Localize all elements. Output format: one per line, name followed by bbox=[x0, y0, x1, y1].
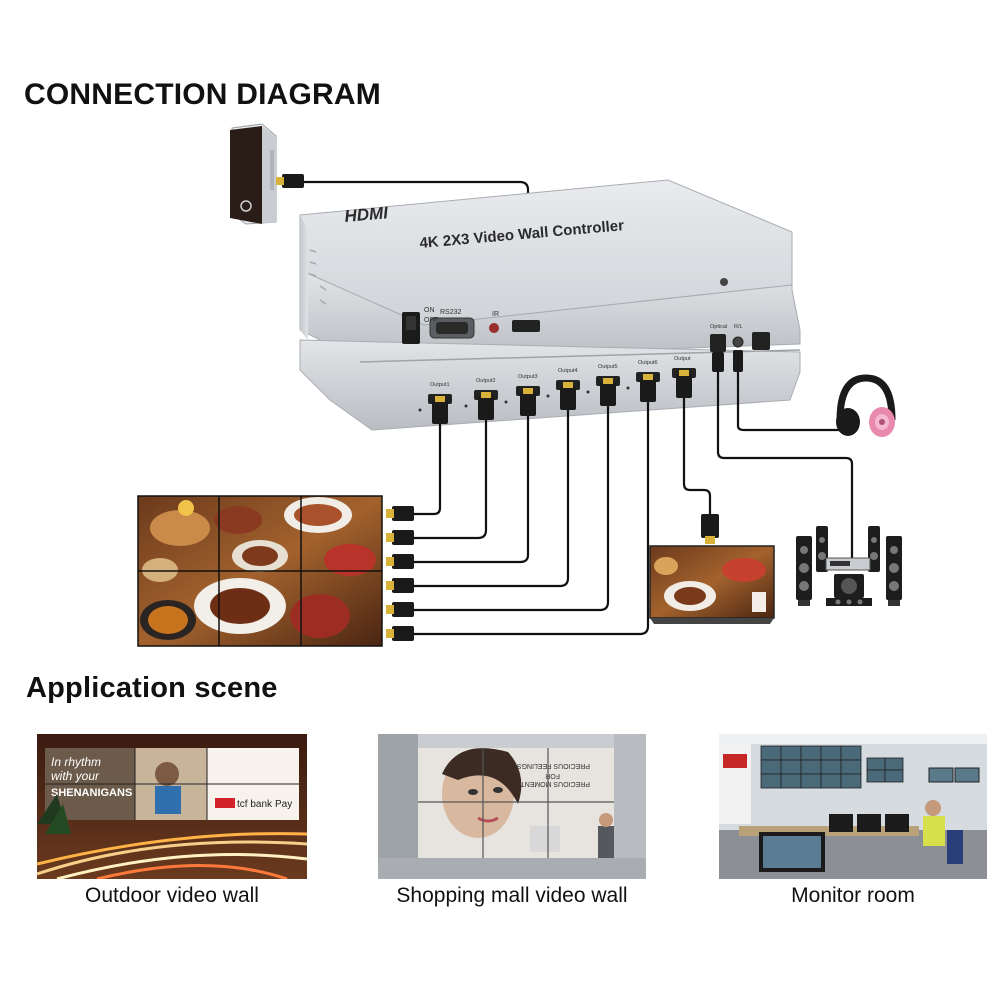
mall-ad-text-2: FOR bbox=[545, 772, 560, 779]
device-brand-logo: HDMI bbox=[344, 203, 390, 226]
speaker-system-icon bbox=[796, 526, 902, 606]
scene-image-mall: PRECIOUS FEELINGS FOR PRECIOUS MOMENT bbox=[378, 734, 646, 879]
port-label-rl: R/L bbox=[734, 324, 743, 330]
application-scene-heading: Application scene bbox=[26, 672, 278, 704]
ir-label: IR bbox=[492, 311, 499, 318]
scene-caption-mall: Shopping mall video wall bbox=[396, 884, 628, 907]
port-label-output: Output bbox=[674, 356, 691, 362]
outdoor-ad-text-2: with your bbox=[51, 769, 100, 783]
mall-ad-text-1: PRECIOUS FEELINGS bbox=[517, 762, 590, 769]
output-cables bbox=[410, 372, 854, 636]
outdoor-ad-brand: tcf bank bbox=[237, 799, 273, 810]
scene-image-monitor-room bbox=[719, 734, 987, 879]
connection-diagram-heading: CONNECTION DIAGRAM bbox=[24, 78, 381, 111]
port-label-optical: Optical bbox=[710, 324, 727, 330]
connection-diagram: HDMI 4K 2X3 Video Wall Controller ON OFF… bbox=[137, 123, 902, 647]
port-label-output1: Output1 bbox=[430, 382, 450, 388]
port-label-output4: Output4 bbox=[558, 368, 578, 374]
port-label-output2: Output2 bbox=[476, 378, 496, 384]
power-on-label: ON bbox=[424, 307, 435, 314]
outdoor-ad-text-1: In rhythm bbox=[51, 755, 101, 769]
video-wall-hdmi-plugs bbox=[386, 506, 414, 641]
video-wall-display bbox=[137, 495, 383, 647]
outdoor-ad-pay: Pay bbox=[275, 799, 292, 810]
port-label-output6: Output6 bbox=[638, 360, 658, 366]
headphones-icon bbox=[836, 374, 896, 437]
single-display bbox=[649, 514, 775, 624]
power-off-label: OFF bbox=[424, 317, 438, 324]
scene-image-outdoor: In rhythm with your SHENANIGANS tcf bank… bbox=[37, 734, 307, 879]
output-hdmi-plugs bbox=[432, 350, 743, 424]
scene-caption-outdoor: Outdoor video wall bbox=[85, 884, 259, 907]
pc-tower-icon bbox=[230, 123, 277, 225]
rs232-label: RS232 bbox=[440, 309, 462, 316]
hdmi-plug-icon bbox=[276, 174, 304, 188]
port-label-output5: Output5 bbox=[598, 364, 618, 370]
port-label-output3: Output3 bbox=[518, 374, 538, 380]
outdoor-ad-text-3: SHENANIGANS bbox=[51, 787, 132, 799]
video-wall-controller-device bbox=[299, 179, 801, 431]
scene-caption-monitor-room: Monitor room bbox=[791, 884, 915, 907]
mall-ad-text-3: PRECIOUS MOMENT bbox=[520, 780, 590, 787]
